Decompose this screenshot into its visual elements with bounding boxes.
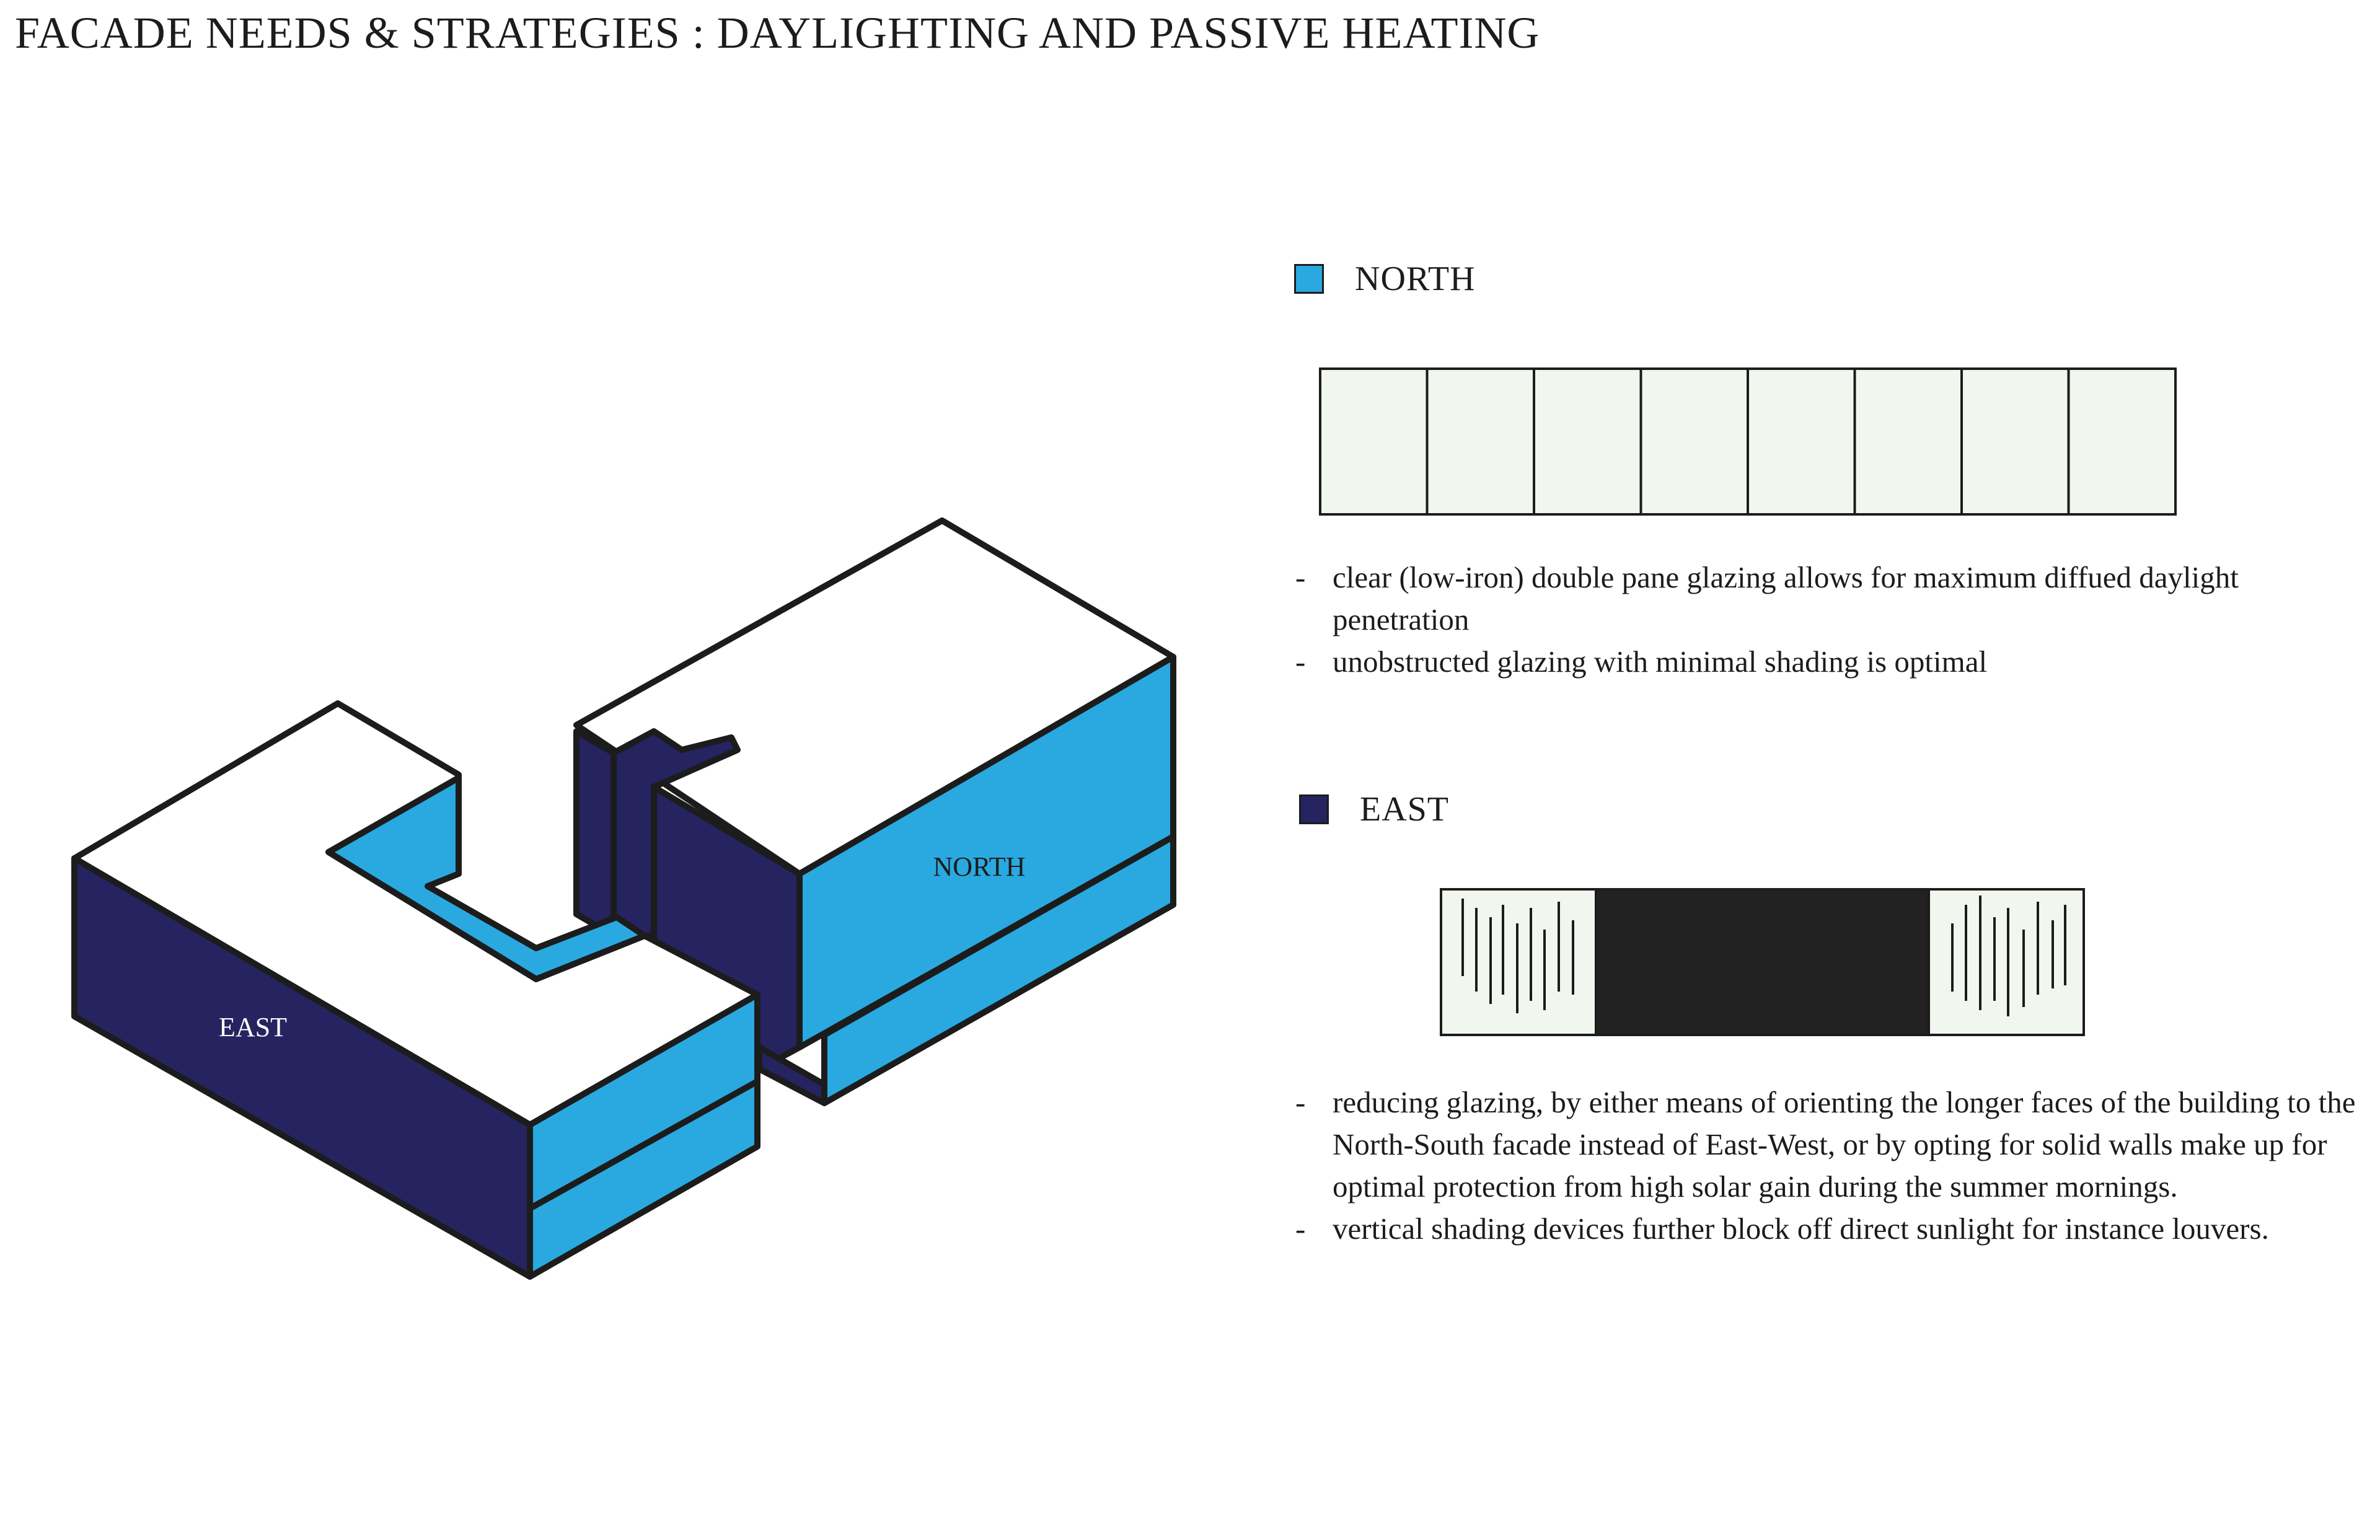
east-note: reducing glazing, by either means of ori… xyxy=(1295,1081,2361,1208)
north-glazing-panel xyxy=(1639,367,1749,516)
north-facade-elevation xyxy=(1319,367,2177,516)
east-facade-label: EAST xyxy=(219,1012,287,1042)
east-louvers-right xyxy=(1951,895,2066,1016)
legend-north: NORTH xyxy=(1294,262,1476,296)
north-glazing-panel xyxy=(1747,367,1856,516)
north-facade-label: NORTH xyxy=(933,851,1026,882)
north-glazing-panel xyxy=(2067,367,2177,516)
north-note: clear (low-iron) double pane glazing all… xyxy=(1295,557,2361,641)
east-facade-elevation xyxy=(1440,888,2085,1036)
block-b-base-shadow xyxy=(756,1044,827,1106)
legend-east-label: EAST xyxy=(1360,790,1449,829)
east-solid-wall xyxy=(1595,888,1930,1036)
east-note: vertical shading devices further block o… xyxy=(1295,1208,2361,1250)
east-louvers-left xyxy=(1461,899,1574,1013)
block-a-north-facade-lower xyxy=(527,1078,760,1280)
east-glazing-right xyxy=(1928,888,2085,1036)
legend-east: EAST xyxy=(1299,792,1449,827)
north-glazing-panel xyxy=(1960,367,2070,516)
north-notes: clear (low-iron) double pane glazing all… xyxy=(1295,557,2361,683)
connector-wall xyxy=(573,728,617,939)
east-notes: reducing glazing, by either means of ori… xyxy=(1295,1081,2361,1250)
north-glazing-panel xyxy=(1426,367,1535,516)
east-color-swatch xyxy=(1299,794,1329,824)
north-note: unobstructed glazing with minimal shadin… xyxy=(1295,641,2361,683)
legend-north-label: NORTH xyxy=(1355,260,1476,298)
north-glazing-panel xyxy=(1319,367,1429,516)
page-title: FACADE NEEDS & STRATEGIES : DAYLIGHTING … xyxy=(15,8,1540,58)
north-glazing-panel xyxy=(1853,367,1963,516)
isometric-building-diagram: EAST NORTH xyxy=(71,517,1176,1280)
block-b-north-facade-lower xyxy=(821,834,1176,1106)
north-color-swatch xyxy=(1294,264,1324,294)
north-glazing-panel xyxy=(1533,367,1642,516)
